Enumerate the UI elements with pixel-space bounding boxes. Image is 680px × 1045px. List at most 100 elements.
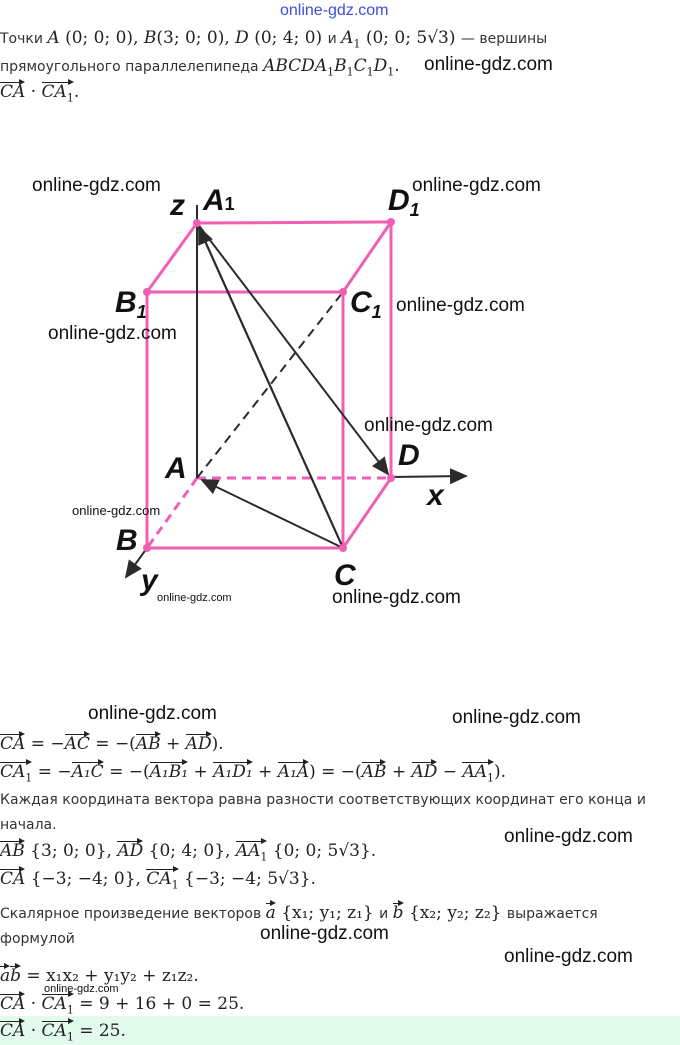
math-text: a — [0, 966, 11, 986]
vector: CA — [0, 991, 26, 1014]
watermark: online-gdz.com — [412, 175, 541, 196]
text-line: формулой — [0, 929, 75, 947]
math-text: A — [341, 28, 354, 48]
vector: CA1 — [41, 990, 75, 1016]
math: {3; 0; 0}, — [25, 841, 118, 861]
text-line: ab = x₁x₂ + y₁y₂ + z₁z₂. — [0, 963, 199, 986]
vector-c-a — [200, 479, 344, 549]
watermark: online-gdz.com — [332, 587, 461, 608]
text-line: AB {3; 0; 0}, AD {0; 4; 0}, AA1 {0; 0; 5… — [0, 837, 376, 864]
math-text: b — [10, 966, 22, 986]
math-symbol: A — [47, 28, 59, 48]
math: {0; 4; 0}, — [143, 841, 236, 861]
watermark: online-gdz.com — [396, 295, 525, 316]
vector: AC — [64, 731, 91, 754]
watermark: online-gdz.com — [32, 175, 161, 196]
math-text: (0; 0; 0), — [59, 28, 144, 48]
math: = 9 + 16 + 0 = 25. — [74, 994, 244, 1014]
edge-c-d — [341, 477, 393, 549]
vector: CA — [0, 79, 26, 102]
math-text: начала. — [0, 817, 57, 833]
vector: A₁C — [71, 759, 104, 782]
math-text: {−3; −4; 0}, — [25, 869, 147, 889]
vector: CA1 — [41, 78, 75, 104]
math-text: · — [25, 994, 42, 1014]
math-text: − — [437, 762, 463, 782]
math-text: Скалярное произведение векторов — [0, 906, 266, 922]
watermark: online-gdz.com — [424, 54, 553, 75]
edge-c1-d1 — [341, 221, 393, 293]
vector: a — [265, 900, 276, 923]
watermark: online-gdz.com — [48, 323, 177, 344]
label-a1: A1 — [202, 184, 235, 217]
text: — вершины — [461, 31, 547, 47]
math: = −( — [90, 734, 136, 754]
vector: CA1 — [0, 758, 33, 785]
text: выражается — [507, 906, 598, 922]
vector: AD — [117, 838, 143, 861]
math-text: формулой — [0, 931, 75, 947]
math-text: AD — [411, 762, 438, 782]
math: · — [25, 82, 41, 102]
text-line: Скалярное произведение векторов a {x₁; y… — [0, 900, 598, 923]
math-text: {−3; −4; 5√3}. — [178, 869, 316, 889]
math-text: CA — [146, 869, 172, 889]
math-text: + — [386, 762, 412, 782]
subscript: 1 — [25, 771, 33, 785]
math: ) = −( — [309, 762, 362, 782]
math-text: AC — [64, 734, 90, 754]
vector: CA1 — [146, 865, 179, 892]
vector: AB — [135, 731, 161, 754]
y-axis — [124, 547, 148, 579]
math-text: прямоугольного параллелепипеда — [0, 59, 264, 75]
math-text: = 25. — [73, 1021, 126, 1041]
watermark: online-gdz.com — [504, 826, 633, 847]
text-line: начала. — [0, 815, 57, 833]
math-symbol: B — [144, 28, 157, 48]
text: и — [328, 31, 342, 47]
subscript: 1 — [346, 65, 354, 79]
math-text: (3; 0; 0), — [156, 28, 236, 48]
watermark: online-gdz.com — [364, 415, 493, 436]
math: = − — [32, 762, 72, 782]
vector: AB — [0, 838, 25, 861]
math: = − — [25, 734, 65, 754]
text-line: CA1 = −A₁C = −(A₁B₁ + A₁D₁ + A₁A) = −(AB… — [0, 758, 506, 785]
math-text: ) = −( — [309, 762, 362, 782]
math-text: {0; 0; 5√3}. — [267, 841, 377, 861]
math: · — [25, 994, 41, 1014]
math: {0; 0; 5√3}. — [267, 841, 376, 861]
math: + — [253, 762, 278, 782]
text: Каждая координата вектора равна разности… — [0, 792, 646, 808]
math: (0; 4; 0) — [249, 28, 328, 48]
subscript: 1 — [487, 771, 495, 785]
math-text: CA — [41, 82, 67, 102]
math-text: . — [73, 82, 80, 102]
edge-a1-d1 — [196, 220, 392, 225]
math-text: ). — [211, 734, 224, 754]
text-line: CA = −AC = −(AB + AD). — [0, 731, 224, 754]
vector: b — [392, 900, 404, 923]
vector: A₁B₁ — [149, 759, 189, 782]
text-line: прямоугольного параллелепипеда ABCDA1B1C… — [0, 56, 400, 78]
watermark: online-gdz.com — [72, 503, 161, 518]
math: ). — [494, 762, 506, 782]
math-text: = − — [32, 762, 72, 782]
label-z: z — [169, 189, 185, 222]
math-text: CA — [0, 994, 26, 1014]
label-d: D — [398, 439, 420, 472]
math: · — [25, 1021, 41, 1041]
math-text: + — [160, 734, 186, 754]
vector: AD — [411, 759, 438, 782]
math: {x₂; y₂; z₂} — [404, 903, 507, 923]
math-text: CA — [41, 1021, 67, 1041]
math-text: = x₁x₂ + y₁y₂ + z₁z₂. — [21, 966, 199, 986]
math-symbol: C1 — [354, 56, 374, 78]
subscript: 1 — [171, 878, 179, 892]
math: = 25. — [74, 1021, 126, 1041]
label-y: y — [139, 564, 159, 597]
text: прямоугольного параллелепипеда — [0, 59, 263, 75]
label-d1: D1 — [388, 184, 420, 220]
vector: A₁A — [277, 759, 310, 782]
subscript: 1 — [260, 850, 268, 864]
